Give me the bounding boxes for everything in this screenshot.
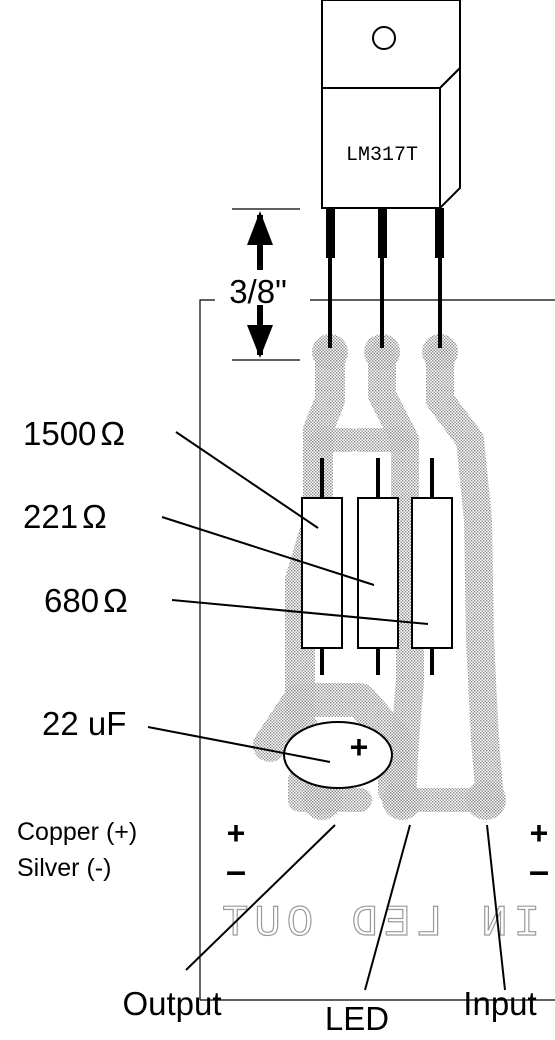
capacitor-22uf: + <box>283 721 393 789</box>
left-plus-sign: + <box>227 815 246 851</box>
input-label: Input <box>463 985 536 1022</box>
regulator-lead-1 <box>326 208 335 258</box>
lead-length-dimension: 3/8" <box>229 208 300 361</box>
left-minus-sign: – <box>226 850 246 891</box>
copper-legend: Copper (+) <box>17 818 137 846</box>
resistor-680 <box>411 497 453 649</box>
right-plus-sign: + <box>530 815 549 851</box>
trace-cap-area <box>253 683 412 807</box>
pad-regulator-3 <box>422 334 458 370</box>
silver-legend: Silver (-) <box>17 854 111 882</box>
pad-output <box>302 780 342 820</box>
right-minus-sign: – <box>529 850 549 891</box>
led-label: LED <box>325 1000 389 1037</box>
ohm-icon: Ω <box>103 582 128 619</box>
dimension-label: 3/8" <box>229 273 287 310</box>
pad-input <box>466 780 506 820</box>
resistor-1500 <box>301 497 343 649</box>
mounting-hole-icon <box>372 26 396 50</box>
pad-regulator-2 <box>364 334 400 370</box>
arrow-up-icon <box>247 211 273 245</box>
resistor-221 <box>357 497 399 649</box>
regulator-lead-3 <box>435 208 444 258</box>
ohm-icon: Ω <box>82 498 107 535</box>
lm317-regulator: LM317T <box>321 0 461 348</box>
arrow-down-icon <box>247 325 273 358</box>
pads <box>302 334 506 820</box>
regulator-part-label: LM317T <box>346 144 418 167</box>
pad-regulator-1 <box>312 334 348 370</box>
capacitor-outline <box>283 721 393 789</box>
regulator-lead-2 <box>378 208 387 258</box>
ohm-icon: Ω <box>100 415 125 452</box>
capacitor-polarity: + <box>350 729 369 765</box>
output-label: Output <box>122 985 221 1022</box>
trace-right <box>426 341 504 814</box>
resistors <box>301 458 453 675</box>
circuit-board-outline <box>199 299 555 1001</box>
pad-led <box>382 780 422 820</box>
capacitor-label: 22 uF <box>42 705 126 742</box>
leader-lines <box>147 431 506 991</box>
